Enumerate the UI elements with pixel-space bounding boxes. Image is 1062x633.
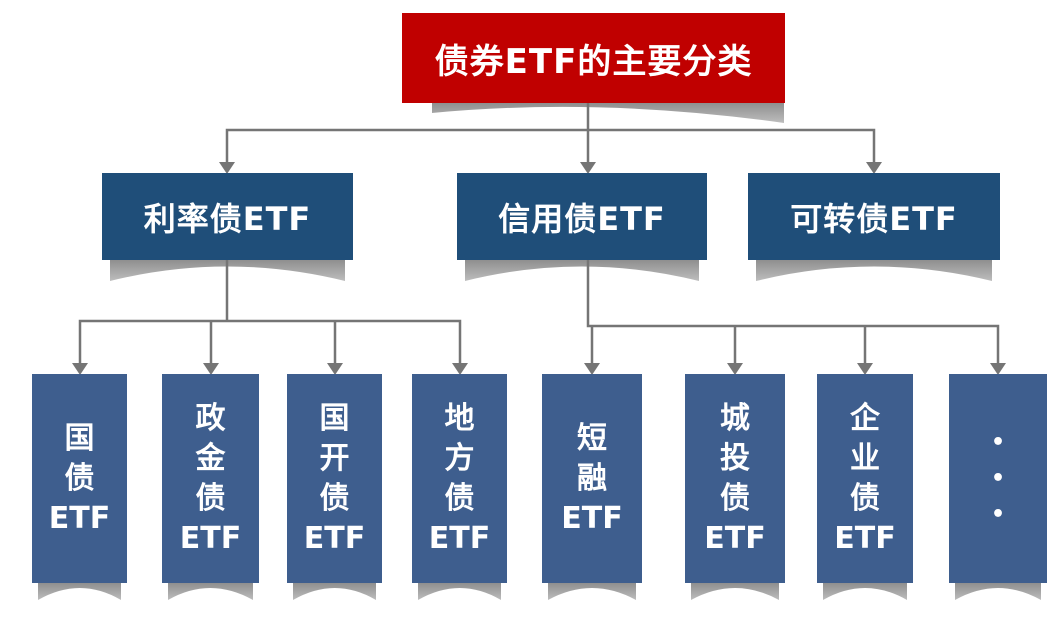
tree-connectors xyxy=(78,103,1000,368)
arrow-down-icon xyxy=(327,363,343,375)
arrow-down-icon xyxy=(990,363,1006,375)
branch-label: 信用债ETF xyxy=(498,199,666,238)
connector-branch1-rail xyxy=(78,319,462,368)
branch-box-credit: 信用债ETF xyxy=(457,173,707,260)
arrow-down-icon xyxy=(584,363,600,375)
leaf-box-ellipsis-more: ••• xyxy=(949,374,1047,583)
arrow-down-icon xyxy=(72,363,88,375)
branch-box-shadow xyxy=(465,260,699,281)
leaf-box-shadow xyxy=(548,583,636,600)
vertical-ellipsis-icon: ••• xyxy=(990,429,1006,527)
arrowheads xyxy=(72,162,1006,375)
leaf-box-shadow xyxy=(293,583,376,600)
arrow-down-icon xyxy=(580,162,596,174)
arrow-down-icon xyxy=(452,363,468,375)
branch-box-interest-rate: 利率债ETF xyxy=(102,173,353,260)
root-box: 债券ETF的主要分类 xyxy=(402,13,785,103)
arrow-down-icon xyxy=(219,162,235,174)
leaf-box-shadow xyxy=(823,583,907,600)
root-label: 债券ETF的主要分类 xyxy=(434,41,753,82)
leaf-box-shadow xyxy=(38,583,121,600)
branch-box-shadow xyxy=(110,260,345,281)
connector-branch2-feed-rail xyxy=(586,260,1000,368)
leaf-box-shadow xyxy=(418,583,501,600)
box-shadows xyxy=(38,103,1041,600)
branch-box-convertible: 可转债ETF xyxy=(748,173,1000,260)
connector-level1-rail xyxy=(225,128,876,166)
root-box-shadow xyxy=(432,103,784,123)
arrow-down-icon xyxy=(203,363,219,375)
arrow-down-icon xyxy=(866,162,882,174)
leaf-box-shadow xyxy=(691,583,779,600)
branch-label: 可转债ETF xyxy=(790,199,958,238)
branch-label: 利率债ETF xyxy=(143,199,312,238)
arrow-down-icon xyxy=(857,363,873,375)
leaf-box-shadow xyxy=(955,583,1041,600)
arrow-down-icon xyxy=(727,363,743,375)
leaf-box-shadow xyxy=(168,583,253,600)
branch-box-shadow xyxy=(756,260,992,281)
